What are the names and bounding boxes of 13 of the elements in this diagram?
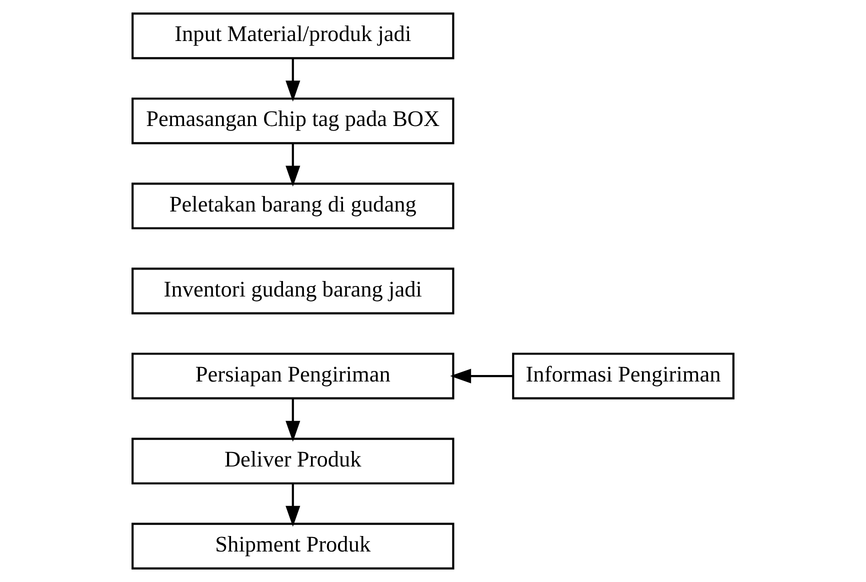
node-box: Deliver Produk bbox=[132, 438, 454, 484]
node-box: Pemasangan Chip tag pada BOX bbox=[132, 98, 454, 144]
arrow bbox=[286, 398, 300, 442]
node-box: Input Material/produk jadi bbox=[132, 12, 454, 60]
node-box: Peletakan barang di gudang bbox=[132, 182, 454, 230]
node-box: Inventori gudang barang jadi bbox=[132, 268, 454, 314]
arrow bbox=[450, 368, 513, 384]
arrow bbox=[286, 483, 300, 527]
arrow bbox=[286, 58, 300, 102]
arrow bbox=[286, 143, 300, 187]
node-box: Persiapan Pengiriman bbox=[132, 352, 454, 400]
node-box: Informasi Pengiriman bbox=[512, 352, 734, 400]
node-box: Shipment Produk bbox=[132, 522, 454, 570]
